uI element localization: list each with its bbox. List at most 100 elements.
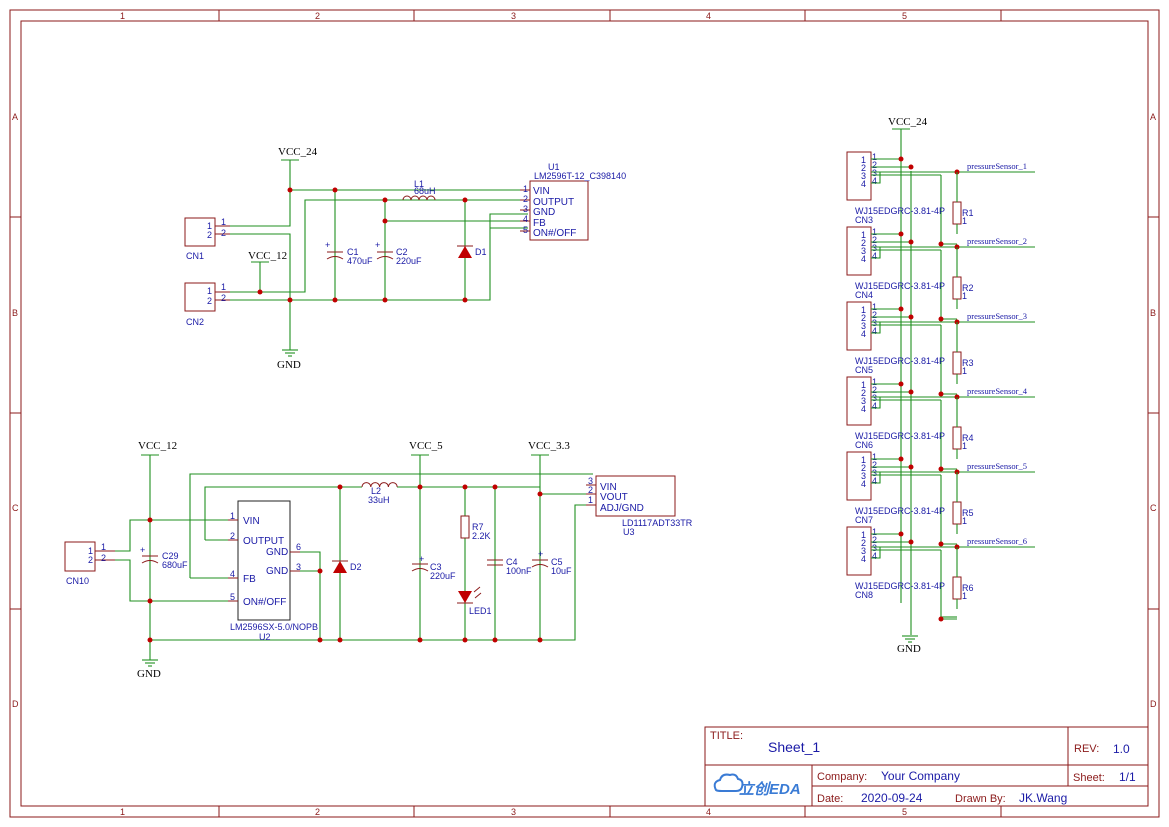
cn-pin-number: 2 — [872, 535, 877, 545]
junction — [898, 156, 904, 162]
cn-pin-number: 4 — [872, 476, 877, 486]
svg-text:1: 1 — [588, 495, 593, 505]
cn-pin-number: 3 — [872, 543, 877, 553]
cn-pin-label: 3 — [861, 396, 866, 406]
u1-pin-onoff: ON#/OFF — [533, 228, 576, 239]
sensor-resistor-4 — [952, 426, 962, 450]
junction — [898, 531, 904, 537]
cn10-designator: CN10 — [66, 576, 89, 586]
cn-pin-number: 3 — [872, 168, 877, 178]
cn1-pin2-num: 2 — [221, 228, 226, 238]
c1-designator: C1 — [347, 247, 359, 257]
net-label-vcc24-right: VCC_24 — [888, 116, 928, 128]
u2-pin-fb: FB — [243, 574, 256, 585]
resistor-designator: R2 — [962, 283, 974, 293]
cn-pin-label: 1 — [861, 380, 866, 390]
junction — [898, 306, 904, 312]
net-label-vcc33: VCC_3.3 — [528, 440, 570, 452]
lceda-logo: 立创EDA — [713, 773, 801, 798]
cn1-designator: CN1 — [186, 251, 204, 261]
cn-pin-number: 4 — [872, 251, 877, 261]
cn-pin-label: 2 — [861, 463, 866, 473]
u2-pin-output: OUTPUT — [243, 536, 284, 547]
cn-pin-label: 1 — [861, 530, 866, 540]
zone-col-5: 5 — [902, 11, 907, 21]
connector-cn1: 1 2 1 2 CN1 — [184, 217, 230, 261]
sensor-net-label: pressureSensor_4 — [967, 386, 1028, 396]
connector-part: WJ15EDGRC-3.81-4P — [855, 431, 945, 441]
sensor-net-label: pressureSensor_2 — [967, 236, 1027, 246]
sensor-resistor-6 — [952, 576, 962, 600]
l2-value: 33uH — [368, 495, 390, 505]
zone-row-b: B — [12, 308, 18, 318]
junction — [908, 314, 914, 320]
cn-pin-label: 3 — [861, 246, 866, 256]
zone-col-1: 1 — [120, 11, 125, 21]
buck-5v-ldo-circuit: VCC_12 VCC_5 VCC_3.3 GND 1 2 1 2 CN10 + … — [64, 440, 693, 680]
svg-text:3: 3 — [296, 562, 301, 572]
svg-text:5: 5 — [523, 225, 528, 235]
connector-designator: CN6 — [855, 440, 873, 450]
ic-u1: U1 LM2596T-12_C398140 1 2 3 4 5 VIN OUTP… — [520, 162, 626, 241]
connector-part: WJ15EDGRC-3.81-4P — [855, 281, 945, 291]
l2-designator: L2 — [371, 486, 381, 496]
cn-pin-label: 4 — [861, 479, 866, 489]
cn-pin-label: 1 — [861, 305, 866, 315]
capacitor-c29: + C29 680uF — [140, 545, 188, 570]
junction — [938, 241, 944, 247]
u1-designator: U1 — [548, 162, 560, 172]
sensor-resistor-2 — [952, 276, 962, 300]
cn1-pin2: 2 — [207, 230, 212, 240]
cn-pin-number: 1 — [872, 452, 877, 462]
led-led1: LED1 — [457, 586, 492, 616]
cn-pin-label: 4 — [861, 254, 866, 264]
cn2-pin1-num: 1 — [221, 282, 226, 292]
wire — [871, 322, 881, 334]
junction — [898, 381, 904, 387]
sensor-connector-3 — [846, 301, 872, 351]
cn-pin-label: 2 — [861, 313, 866, 323]
diode-d2: D2 — [332, 560, 362, 573]
sensor-connector-1 — [846, 151, 872, 201]
connector-designator: CN5 — [855, 365, 873, 375]
u2-designator: U2 — [259, 632, 271, 642]
c29-value: 680uF — [162, 560, 188, 570]
cn-pin-number: 4 — [872, 551, 877, 561]
junction — [938, 316, 944, 322]
cn-pin-number: 1 — [872, 527, 877, 537]
cn-pin-label: 3 — [861, 546, 866, 556]
cn-pin-label: 4 — [861, 179, 866, 189]
junction — [938, 616, 944, 622]
resistor-value: 1 — [962, 216, 967, 226]
cn-pin-number: 1 — [872, 152, 877, 162]
svg-text:+: + — [538, 549, 543, 559]
wire — [871, 397, 881, 409]
cn-pin-number: 4 — [872, 401, 877, 411]
capacitor-c2: + C2 220uF — [375, 240, 422, 266]
connector-part: WJ15EDGRC-3.81-4P — [855, 356, 945, 366]
zone-row-d-right: D — [1150, 699, 1157, 709]
svg-text:3: 3 — [588, 476, 593, 486]
cn-pin-number: 3 — [872, 318, 877, 328]
title-block: TITLE: Sheet_1 REV: 1.0 Company: Your Co… — [704, 726, 1149, 807]
u3-part: LD1117ADT33TR — [622, 518, 693, 528]
resistor-designator: R5 — [962, 508, 974, 518]
u1-pin-fb: FB — [533, 218, 546, 229]
wire — [871, 247, 881, 259]
cn-pin-label: 2 — [861, 238, 866, 248]
c3-value: 220uF — [430, 571, 456, 581]
capacitor-c3: + C3 220uF — [411, 554, 456, 581]
wire — [871, 547, 881, 559]
connector-designator: CN8 — [855, 590, 873, 600]
net-label-gnd: GND — [277, 359, 301, 371]
junction — [908, 464, 914, 470]
zone-col-2: 2 — [315, 11, 320, 21]
c4-designator: C4 — [506, 557, 518, 567]
net-label-vcc12: VCC_12 — [248, 250, 287, 262]
cn-pin-number: 2 — [872, 235, 877, 245]
connector-designator: CN4 — [855, 290, 873, 300]
gnd-symbol — [282, 349, 298, 357]
svg-text:2: 2 — [88, 555, 93, 565]
svg-text:+: + — [419, 554, 424, 564]
